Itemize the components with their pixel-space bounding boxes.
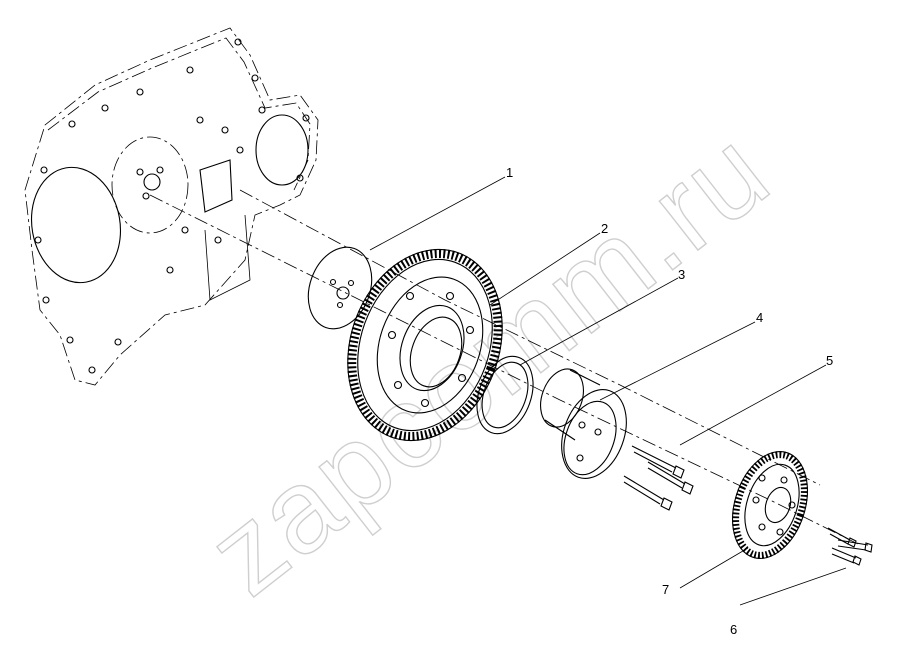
hub — [540, 368, 627, 479]
thrust-washer — [307, 246, 373, 330]
hub-bolts — [623, 445, 694, 511]
watermark: zapcomm.ru — [185, 104, 794, 620]
callout-7: 7 — [662, 582, 669, 597]
callout-3: 3 — [678, 267, 685, 282]
axis-line-upper — [239, 189, 821, 486]
callout-1: 1 — [506, 165, 513, 180]
spacer-ring — [476, 355, 534, 435]
housing-plate — [24, 27, 319, 386]
leader-lines — [369, 176, 847, 606]
small-gear — [732, 451, 808, 559]
callout-2: 2 — [601, 221, 608, 236]
axis-line — [149, 194, 861, 546]
small-bolts — [827, 527, 873, 566]
callout-4: 4 — [756, 310, 763, 325]
callout-6: 6 — [730, 622, 737, 637]
callout-5: 5 — [826, 353, 833, 368]
